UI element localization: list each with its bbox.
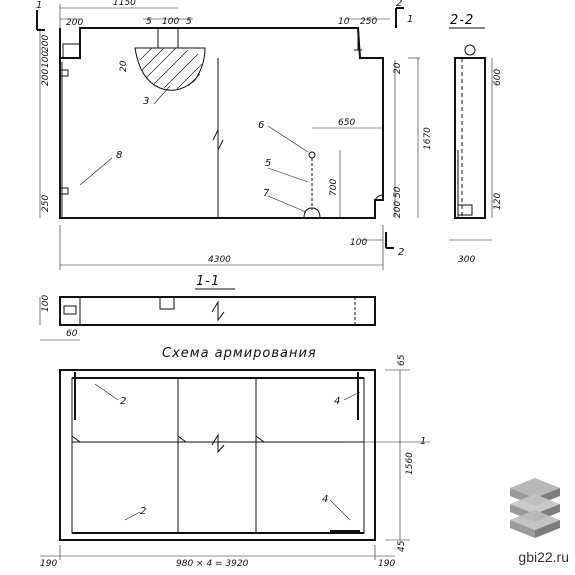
reinf-callout-1: 1 bbox=[420, 436, 426, 447]
callout-7: 7 bbox=[263, 188, 270, 199]
dim-600: 600 bbox=[493, 69, 503, 86]
dim-100-left: 100 bbox=[41, 51, 51, 68]
dim-200-right: 200 bbox=[393, 201, 403, 218]
brand-site-label: gbi22.ru bbox=[518, 549, 569, 565]
dim-65: 65 bbox=[397, 354, 407, 366]
reinforcement-scheme: Схема армирования 2 4 2 4 1 65 1560 45 bbox=[40, 346, 430, 569]
dim-250-top: 250 bbox=[360, 17, 377, 27]
dim-100-right: 100 bbox=[350, 238, 367, 248]
reinf-callout-4-bottom: 4 bbox=[322, 494, 328, 505]
dim-100-sec11: 100 bbox=[41, 295, 51, 312]
dim-650: 650 bbox=[338, 118, 355, 128]
dim-10: 10 bbox=[338, 17, 350, 27]
section-1-1-title: 1-1 bbox=[196, 274, 220, 289]
brand-logo bbox=[510, 478, 560, 538]
marker-1-right: 1 bbox=[407, 14, 413, 25]
dim-250-left: 250 bbox=[41, 195, 51, 212]
dim-5a: 5 bbox=[146, 17, 152, 27]
dim-45: 45 bbox=[397, 540, 407, 552]
dim-50: 50 bbox=[393, 186, 403, 198]
marker-1-left: 1 bbox=[36, 0, 42, 11]
callout-3: 3 bbox=[143, 96, 149, 107]
dim-1150: 1150 bbox=[113, 0, 136, 8]
callout-6: 6 bbox=[258, 120, 264, 131]
dim-20-left: 20 bbox=[119, 60, 129, 72]
marker-2-bottom: 2 bbox=[398, 247, 404, 258]
dim-100-top: 100 bbox=[162, 17, 179, 27]
reinf-callout-2-bottom: 2 bbox=[140, 506, 146, 517]
reinf-callout-4-top: 4 bbox=[334, 396, 340, 407]
section-2-2-title: 2-2 bbox=[450, 13, 474, 28]
dim-1670: 1670 bbox=[423, 127, 433, 150]
callout-5: 5 bbox=[265, 158, 271, 169]
elevation-view: 200 1150 5 100 5 10 250 200 100 200 20 2… bbox=[36, 0, 433, 270]
dim-300: 300 bbox=[458, 255, 475, 265]
dim-190-left: 190 bbox=[40, 559, 57, 569]
reinf-callout-2-top: 2 bbox=[120, 396, 126, 407]
dim-200-left: 200 bbox=[41, 35, 51, 52]
dim-700: 700 bbox=[329, 179, 339, 196]
dim-120: 120 bbox=[493, 193, 503, 210]
dim-980x4: 980 × 4 = 3920 bbox=[176, 559, 249, 569]
reinforcement-title: Схема армирования bbox=[162, 346, 317, 361]
dim-1560: 1560 bbox=[405, 452, 415, 475]
dim-60: 60 bbox=[66, 329, 78, 339]
section-2-2: 2-2 600 120 300 bbox=[449, 13, 503, 265]
hatched-opening bbox=[134, 47, 206, 91]
dim-20-right: 20 bbox=[393, 62, 403, 74]
dim-190-right: 190 bbox=[378, 559, 395, 569]
dim-200b-left: 200 bbox=[41, 69, 51, 86]
marker-2-top: 2 bbox=[396, 0, 402, 9]
dim-4300: 4300 bbox=[208, 255, 231, 265]
callout-8: 8 bbox=[116, 150, 122, 161]
section-1-1: 1-1 100 60 bbox=[39, 274, 376, 341]
dim-5b: 5 bbox=[186, 17, 192, 27]
dim-200-top: 200 bbox=[66, 18, 83, 28]
